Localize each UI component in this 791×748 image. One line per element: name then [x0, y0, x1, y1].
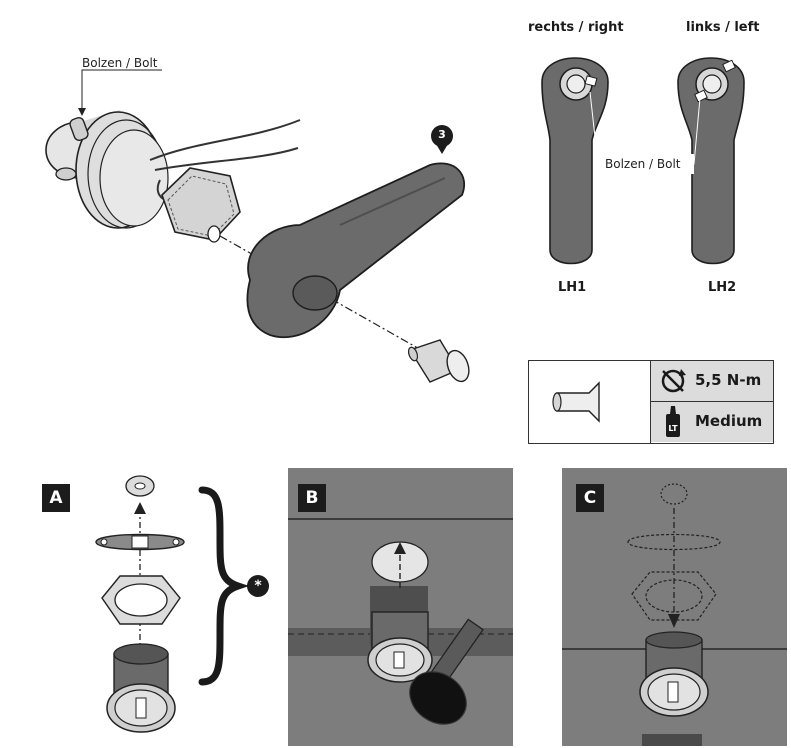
bolt-label-top: Bolzen / Bolt — [82, 56, 158, 70]
mallet-icon — [409, 618, 484, 725]
label-right: rechts / right — [528, 20, 624, 35]
panel-a-badge: A — [42, 484, 70, 512]
hex-nut — [161, 167, 241, 243]
brace — [198, 486, 250, 686]
callout-star-text: * — [254, 578, 262, 594]
label-left: links / left — [686, 20, 760, 35]
panel-b — [288, 468, 513, 746]
torque-value: 5,5 N-m — [695, 371, 762, 389]
label-lh1: LH1 — [558, 280, 587, 295]
handle-arm — [246, 162, 465, 339]
panel-c — [562, 468, 787, 746]
panel-c-illustration — [562, 483, 787, 746]
threadlocker-row: LT Medium — [651, 402, 773, 442]
torque-icon — [661, 369, 686, 393]
panel-b-badge: B — [298, 484, 326, 512]
threadlocker-value: Medium — [695, 412, 763, 430]
panel-c-badge: C — [576, 484, 604, 512]
torque-row: 5,5 N-m — [651, 361, 773, 401]
panel-c-washer — [660, 483, 688, 505]
lock-cylinder-body — [45, 110, 169, 229]
callout-3-text: 3 — [438, 128, 446, 141]
label-lh2: LH2 — [708, 280, 737, 295]
callout-3 — [431, 125, 453, 154]
panel-b-illustration — [288, 518, 513, 725]
threadlocker-bottle-icon: LT — [666, 406, 680, 437]
panel-a-illustration — [95, 475, 269, 733]
countersunk-screw — [407, 339, 470, 383]
exploded-assembly-illustration — [45, 69, 470, 383]
threadlocker-icon-letters: LT — [668, 424, 678, 433]
handle-lh2 — [677, 57, 745, 265]
handle-orientation-diagram — [541, 57, 745, 265]
spec-box: 5,5 N-m LT Medium — [528, 360, 774, 444]
callout-star-marker — [247, 575, 269, 597]
panel-c-plate — [627, 533, 721, 551]
bolt-label-right: Bolzen / Bolt — [605, 157, 681, 171]
screw-icon — [552, 381, 600, 423]
